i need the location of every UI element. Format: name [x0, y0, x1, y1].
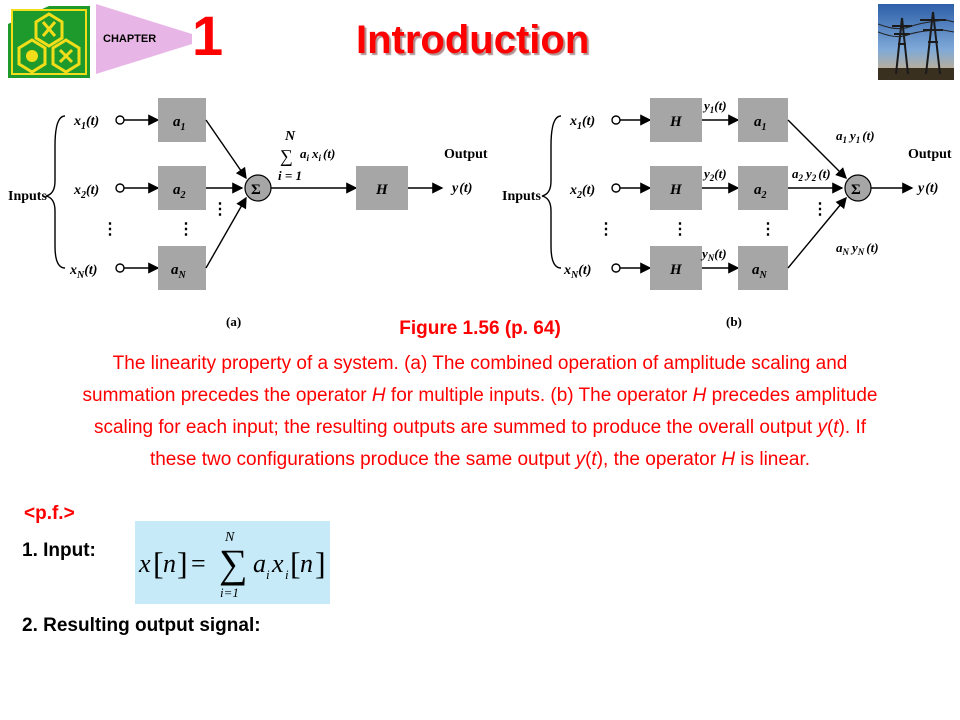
sum-lower-a: i = 1 [278, 168, 302, 183]
power-lines-photo [877, 4, 955, 80]
formula-bracket: [ [290, 545, 301, 581]
caption-segment: y [817, 417, 827, 438]
svg-text:aN: aN [752, 262, 768, 281]
output-item-label: 2. Resulting output signal: [22, 615, 261, 636]
svg-text:H: H [375, 182, 389, 198]
svg-text:H: H [669, 262, 683, 278]
formula-term: x [271, 549, 284, 578]
dots-a-sum: ⋮ [212, 201, 228, 218]
caption-segment: ), the operator [596, 449, 722, 470]
figure-caption-title: Figure 1.56 (p. 64) [399, 318, 561, 339]
gain-block-a1 [158, 98, 206, 142]
formula-bracket: ] [177, 545, 188, 581]
input-x2-label-b: x2(t) [569, 183, 595, 201]
svg-text:aN: aN [171, 262, 187, 281]
formula-eq: = [191, 549, 206, 578]
caption-segment: ). If these two configurations produce t… [149, 417, 867, 470]
operator-block-b2 [650, 166, 702, 210]
input-item-label: 1. Input: [22, 540, 96, 561]
operator-block-b1 [650, 98, 702, 142]
formula-term-arg: n [300, 549, 313, 578]
formula-sum: ∑ [219, 541, 248, 586]
inputs-label-b: Inputs [502, 189, 541, 204]
svg-text:a2: a2 [754, 182, 767, 201]
caption-segment: is linear. [735, 449, 811, 470]
dots-a-inputs: ⋮ [102, 221, 118, 238]
sum-upper-a: N [284, 129, 296, 144]
operator-block-a [356, 166, 408, 210]
formula-lhs: x [138, 549, 151, 578]
caption-segment: ( [826, 417, 834, 438]
input-x2-label-a: x2(t) [73, 183, 99, 201]
svg-text:H: H [669, 114, 683, 130]
gain-block-b2 [738, 166, 788, 210]
input-xN-label-b: xN(t) [563, 263, 591, 281]
dots-b-sum: ⋮ [812, 201, 828, 218]
formula-term-sub: i [285, 567, 289, 582]
svg-text:Σ: Σ [851, 182, 861, 198]
chapter-number: 1 [192, 4, 224, 67]
formula-lower: i=1 [220, 585, 239, 600]
yN-label-b: yN(t) [700, 246, 727, 263]
chapter-tab [96, 4, 192, 74]
dots-b-operators: ⋮ [672, 221, 688, 238]
dots-a-blocks: ⋮ [178, 221, 194, 238]
chapter-label: CHAPTER [103, 33, 157, 45]
formula-bracket: ] [315, 545, 326, 581]
caption-segment: H [371, 385, 386, 406]
input-x1-label-b: x1(t) [569, 114, 595, 132]
caption-segment: t [591, 449, 597, 470]
y1-label-b: y1(t) [702, 98, 727, 115]
figure-caption-body: The linearity property of a system. (a) … [80, 348, 880, 476]
svg-text:H: H [669, 182, 683, 198]
slide-title: Introduction [356, 18, 590, 62]
operator-block-bN [650, 246, 702, 290]
caption-segment: H [692, 385, 707, 406]
caption-segment: for multiple inputs. (b) The operator [385, 385, 693, 406]
caption-segment: The linearity property of a system. (a) … [82, 353, 848, 406]
output-label-a: Output [444, 147, 488, 162]
input-formula: x [ n ] = ∑ N i=1 a i x i [ n ] [135, 521, 330, 604]
input-x1-label-a: x1(t) [73, 114, 99, 132]
linearity-block-diagram: Inputs x1(t) x2(t) xN(t) ⋮ a1 a2 aN ⋮ ⋮ … [8, 98, 952, 329]
formula-bracket: [ [153, 545, 164, 581]
output-y-a: y(t) [450, 181, 472, 196]
formula-coef-sub: i [266, 567, 270, 582]
panel-label-a: (a) [226, 314, 241, 329]
caption-segment: t [833, 417, 839, 438]
svg-text:a1: a1 [754, 114, 767, 133]
caption-segment: y [575, 449, 586, 470]
output-label-b: Output [908, 147, 952, 162]
inputs-label-a: Inputs [8, 189, 47, 204]
formula-lhs-arg: n [163, 549, 176, 578]
gain-block-a2 [158, 166, 206, 210]
caption-segment: ( [585, 449, 592, 470]
dots-b-gains: ⋮ [760, 221, 776, 238]
y2-label-b: y2(t) [702, 166, 727, 183]
caption-segment: H [721, 449, 736, 470]
formula-coef: a [253, 549, 266, 578]
gain-block-aN [158, 246, 206, 290]
input-xN-label-a: xN(t) [69, 263, 97, 281]
dots-b-inputs: ⋮ [598, 221, 614, 238]
gain-block-b1 [738, 98, 788, 142]
gain-block-bN [738, 246, 788, 290]
formula-upper: N [224, 530, 235, 545]
diagram-b: Inputs x1(t) x2(t) xN(t) ⋮ H H H ⋮ y1(t)… [502, 98, 952, 329]
diagram-a: Inputs x1(t) x2(t) xN(t) ⋮ a1 a2 aN ⋮ ⋮ … [8, 98, 488, 329]
pf-link[interactable]: <p.f.> [24, 503, 75, 524]
svg-text:Σ: Σ [251, 182, 261, 198]
panel-label-b: (b) [726, 314, 742, 329]
svg-text:a2: a2 [173, 182, 186, 201]
caption-segment: precedes amplitude scaling for each inpu… [93, 385, 878, 438]
output-y-b: y(t) [916, 181, 938, 196]
svg-text:a1: a1 [173, 114, 186, 133]
university-logo [8, 6, 90, 78]
sum-sign-a: ∑ [280, 146, 293, 166]
